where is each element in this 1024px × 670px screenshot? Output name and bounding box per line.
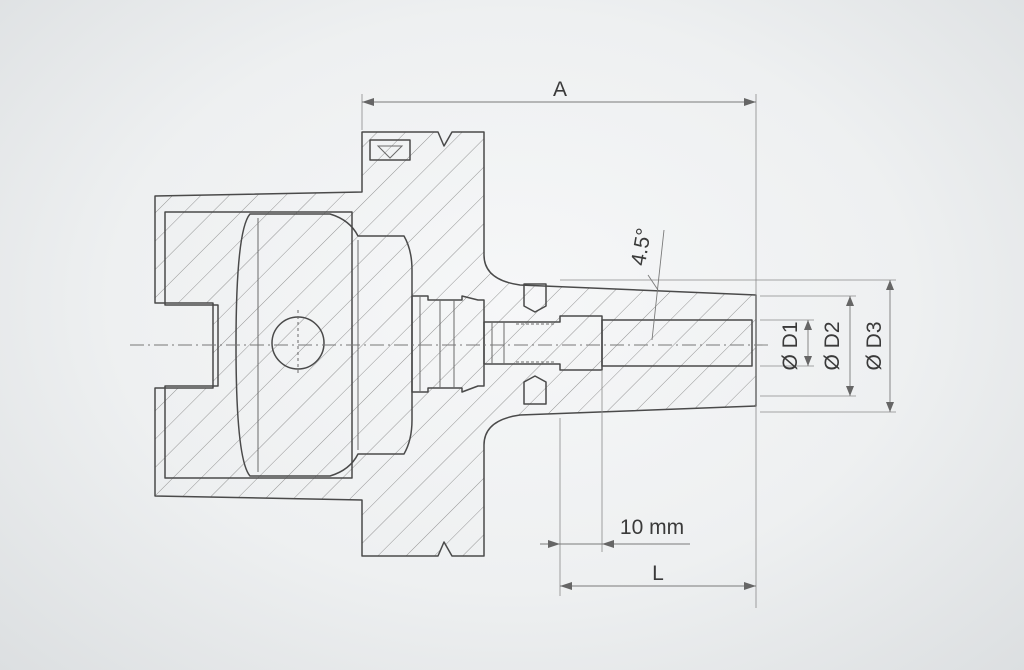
set-screws (523, 283, 547, 405)
label-d1: Ø D1 (779, 321, 802, 370)
label-taper-angle: 4.5° (627, 226, 656, 267)
label-d2: Ø D2 (821, 321, 844, 370)
label-offset: 10 mm (620, 516, 684, 539)
label-l: L (652, 562, 664, 585)
coolant-tube-assembly (411, 295, 753, 393)
diameter-dimensions (760, 279, 896, 413)
taper-angle-dimension (560, 229, 760, 341)
label-d3: Ø D3 (863, 321, 886, 370)
label-a: A (553, 78, 567, 101)
drive-key (369, 139, 411, 161)
offset-dimension (540, 370, 690, 596)
dimension-l (560, 582, 756, 590)
dimension-a (361, 94, 757, 608)
